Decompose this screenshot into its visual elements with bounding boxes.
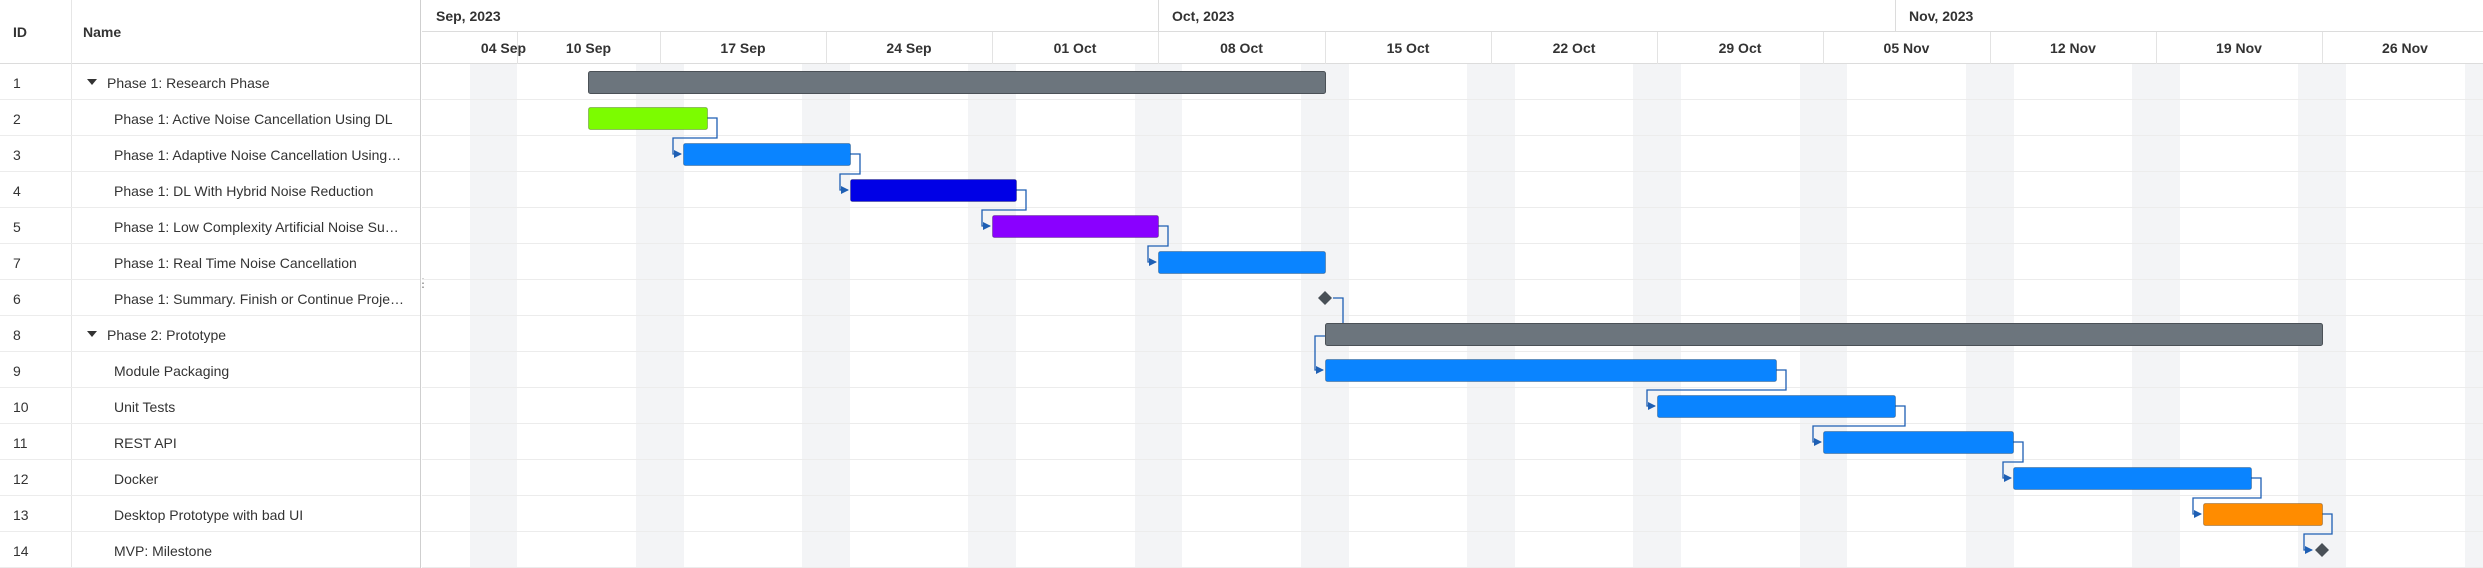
task-bar[interactable] <box>683 143 851 166</box>
week-label: 05 Nov <box>1884 40 1930 56</box>
row-id: 12 <box>13 471 29 487</box>
dependency-link[interactable] <box>981 189 1027 230</box>
grid-row[interactable]: 10 Unit Tests <box>0 388 420 424</box>
grid-row[interactable]: 7 Phase 1: Real Time Noise Cancellation <box>0 244 420 280</box>
column-separator[interactable] <box>71 0 72 568</box>
row-id: 1 <box>13 75 21 91</box>
week-label: 19 Nov <box>2216 40 2262 56</box>
task-name: Phase 1: Real Time Noise Cancellation <box>114 255 357 271</box>
row-id: 11 <box>13 435 28 451</box>
grid-row[interactable]: 5 Phase 1: Low Complexity Artificial Nois… <box>0 208 420 244</box>
dependency-link[interactable] <box>2303 513 2333 554</box>
summary-bar[interactable] <box>1325 323 2323 346</box>
month-label: Nov, 2023 <box>1909 8 1974 24</box>
week-label: 10 Sep <box>566 40 611 56</box>
task-bar[interactable] <box>588 107 708 130</box>
row-id: 5 <box>13 219 21 235</box>
grid-row[interactable]: 6 Phase 1: Summary. Finish or Continue Pr… <box>0 280 420 316</box>
dependency-link[interactable] <box>672 117 718 158</box>
task-name: Phase 1: DL With Hybrid Noise Reduction <box>114 183 374 199</box>
task-name: REST API <box>114 435 177 451</box>
week-label: 22 Oct <box>1553 40 1596 56</box>
timeline-chart: Sep, 2023 Oct, 2023 Nov, 2023 04 Sep 10 Sep 1… <box>422 0 2483 568</box>
week-label: 26 Nov <box>2382 40 2428 56</box>
task-name: Unit Tests <box>114 399 176 415</box>
task-name: Phase 1: Adaptive Noise Cancellation Usi… <box>114 147 405 163</box>
column-header-name[interactable]: Name <box>83 24 122 40</box>
grid-row[interactable]: 13 Desktop Prototype with bad UI <box>0 496 420 532</box>
dependency-link[interactable] <box>2192 477 2262 518</box>
task-name: Phase 1: Active Noise Cancellation Using… <box>114 111 393 127</box>
dependency-link[interactable] <box>839 153 861 194</box>
dependency-link[interactable] <box>2002 441 2024 482</box>
week-label: 12 Nov <box>2050 40 2096 56</box>
row-id: 3 <box>13 147 21 163</box>
row-id: 10 <box>13 399 29 415</box>
grid-row[interactable]: 11 REST API <box>0 424 420 460</box>
grid-row[interactable]: 2 Phase 1: Active Noise Cancellation Usin… <box>0 100 420 136</box>
row-id: 7 <box>13 255 21 271</box>
timeline-svg: Sep, 2023 Oct, 2023 Nov, 2023 04 Sep 10 Sep 1… <box>422 0 2483 568</box>
milestone-marker[interactable] <box>1318 291 1332 305</box>
task-name: Phase 1: Summary. Finish or Continue Pro… <box>114 291 404 307</box>
row-id: 8 <box>13 327 21 343</box>
task-bar[interactable] <box>1325 359 1777 382</box>
row-id: 14 <box>13 543 29 559</box>
week-label: 17 Sep <box>720 40 765 56</box>
dependency-link[interactable] <box>1646 369 1787 410</box>
row-id: 9 <box>13 363 21 379</box>
grid-row[interactable]: 1 Phase 1: Research Phase <box>0 64 420 100</box>
week-label: 04 Sep <box>481 40 526 56</box>
column-header-id[interactable]: ID <box>13 24 27 40</box>
task-bar[interactable] <box>2013 467 2252 490</box>
task-bar[interactable] <box>2203 503 2323 526</box>
task-name: Phase 2: Prototype <box>107 327 227 343</box>
task-bar[interactable] <box>1657 395 1896 418</box>
week-label: 29 Oct <box>1719 40 1762 56</box>
summary-bar[interactable] <box>588 71 1326 94</box>
grid-row[interactable]: 9 Module Packaging <box>0 352 420 388</box>
task-name: MVP: Milestone <box>114 543 213 559</box>
task-name: Phase 1: Research Phase <box>107 75 270 91</box>
month-label: Oct, 2023 <box>1172 8 1234 24</box>
task-bar[interactable] <box>1823 431 2014 454</box>
grid-header: ID Name <box>0 0 420 64</box>
row-id: 13 <box>13 507 29 523</box>
grid-row[interactable]: 4 Phase 1: DL With Hybrid Noise Reduction <box>0 172 420 208</box>
task-bar[interactable] <box>850 179 1017 202</box>
row-id: 2 <box>13 111 21 127</box>
grid-row[interactable]: 3 Phase 1: Adaptive Noise Cancellation Us… <box>0 136 420 172</box>
collapse-toggle-icon[interactable] <box>87 331 97 337</box>
month-label: Sep, 2023 <box>436 8 501 24</box>
task-name: Desktop Prototype with bad UI <box>114 507 304 523</box>
milestone-marker[interactable] <box>2315 543 2329 557</box>
collapse-toggle-icon[interactable] <box>87 79 97 85</box>
row-id: 6 <box>13 291 21 307</box>
grid-row[interactable]: 14 MVP: Milestone <box>0 532 420 568</box>
task-bar[interactable] <box>1158 251 1326 274</box>
week-label: 15 Oct <box>1387 40 1430 56</box>
task-bar[interactable] <box>992 215 1159 238</box>
grid-row[interactable]: 12 Docker <box>0 460 420 496</box>
task-name: Module Packaging <box>114 363 230 379</box>
week-label: 08 Oct <box>1220 40 1263 56</box>
row-id: 4 <box>13 183 21 199</box>
grid-row[interactable]: 8 Phase 2: Prototype <box>0 316 420 352</box>
dependency-link[interactable] <box>1147 225 1169 266</box>
task-name: Phase 1: Low Complexity Artificial Noise… <box>114 219 405 235</box>
task-name: Docker <box>114 471 159 487</box>
week-label: 01 Oct <box>1054 40 1097 56</box>
dependency-link[interactable] <box>1812 405 1906 446</box>
week-label: 24 Sep <box>886 40 931 56</box>
